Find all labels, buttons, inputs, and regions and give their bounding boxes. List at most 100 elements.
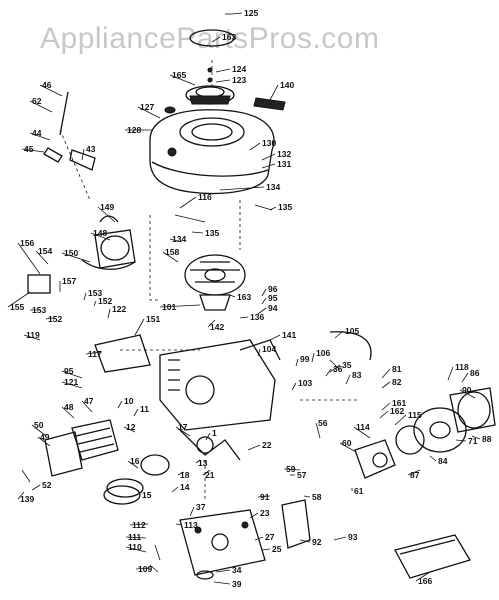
part-number-label: 140 [280,80,294,90]
part-number-label: 151 [146,314,160,324]
leader-line [31,484,41,491]
leader-line [29,100,53,113]
leader-line [257,348,261,357]
leader-line [23,334,41,341]
part-number-label: 109 [138,564,152,574]
leader-line [291,382,297,391]
part-number-label: 95 [64,366,74,376]
part-number-label: 134 [266,182,280,192]
leader-line [129,523,149,526]
part-number-label: 135 [278,202,292,212]
leader-line [29,132,51,141]
part-number-label: 21 [205,470,215,480]
leader-line [261,163,276,169]
part-number-label: 149 [100,202,114,212]
leader-line [169,74,196,86]
part-number-label: 52 [42,480,52,490]
leader-line [329,364,341,373]
part-number-label: 105 [345,326,359,336]
leader-line [61,370,83,379]
part-number-label: 58 [312,492,322,502]
leader-line [269,334,281,341]
leader-line [7,291,31,308]
part-number-label: 161 [392,398,406,408]
part-number-label: 35 [342,360,352,370]
part-number-label: 141 [282,330,296,340]
part-number-label: 121 [64,377,78,387]
leader-line [189,506,195,517]
part-number-label: 82 [392,377,402,387]
part-number-label: 96 [268,284,278,294]
leader-line [407,469,421,476]
leader-line [471,435,481,440]
part-number-label: 165 [172,70,186,80]
leader-line [261,153,276,161]
part-number-label: 117 [88,349,102,359]
leader-line [175,426,191,437]
part-number-label: 125 [244,8,258,18]
leader-line [247,444,261,451]
cylinder-block [159,339,281,431]
leader-line [61,252,91,263]
leader-line [211,36,221,43]
part-number-label: 90 [462,385,472,395]
fuel-pump [281,499,311,549]
part-number-label: 37 [196,502,206,512]
part-number-label: 88 [482,434,492,444]
part-number-label: 148 [93,228,107,238]
part-number-label: 156 [20,238,34,248]
leader-line [257,307,267,315]
leader-line [381,381,391,389]
leader-line [261,548,271,551]
part-number-label: 157 [62,276,76,286]
leader-line [325,368,332,377]
air-baffle [94,334,151,373]
part-number-label: 13 [198,458,208,468]
part-number-label: 71 [468,436,478,446]
part-number-label: 14 [180,482,190,492]
part-number-label: 48 [64,402,74,412]
leader-line [311,352,315,363]
part-number-label: 11 [140,404,149,414]
leader-line [169,238,183,243]
part-number-label: 116 [198,192,212,202]
leader-line [295,358,299,367]
leader-line [134,318,145,336]
leader-lines [7,12,481,585]
leader-line [299,539,311,543]
leader-line [45,317,55,320]
part-number-label: 84 [438,456,448,466]
leader-line [333,536,347,541]
part-number-label: 23 [260,508,270,518]
leader-line [231,12,243,15]
leader-line [415,571,431,582]
leader-line [162,251,179,263]
leader-line [261,297,267,305]
leader-line [215,79,231,83]
part-number-label: 104 [262,344,276,354]
leader-line [35,250,49,265]
leader-line [215,68,231,73]
leader-line [37,436,51,447]
leader-line [39,84,63,97]
leader-line [17,491,25,500]
crankshaft [179,429,241,461]
leader-line [123,426,136,433]
leader-line [17,242,41,275]
part-number-label: 22 [262,440,272,450]
leader-line [127,460,139,469]
leader-line [459,389,476,399]
part-number-label: 43 [86,144,96,154]
leader-line [239,316,249,319]
leader-line [207,319,216,328]
part-number-label: 114 [356,422,370,432]
leader-line [254,536,264,541]
part-number-label: 154 [38,246,52,256]
part-number-label: 44 [32,128,42,138]
leader-line [461,372,469,383]
ignition-coil [94,215,136,269]
part-number-label: 158 [165,247,179,257]
leader-line [303,495,311,498]
part-number-label: 92 [312,537,322,547]
